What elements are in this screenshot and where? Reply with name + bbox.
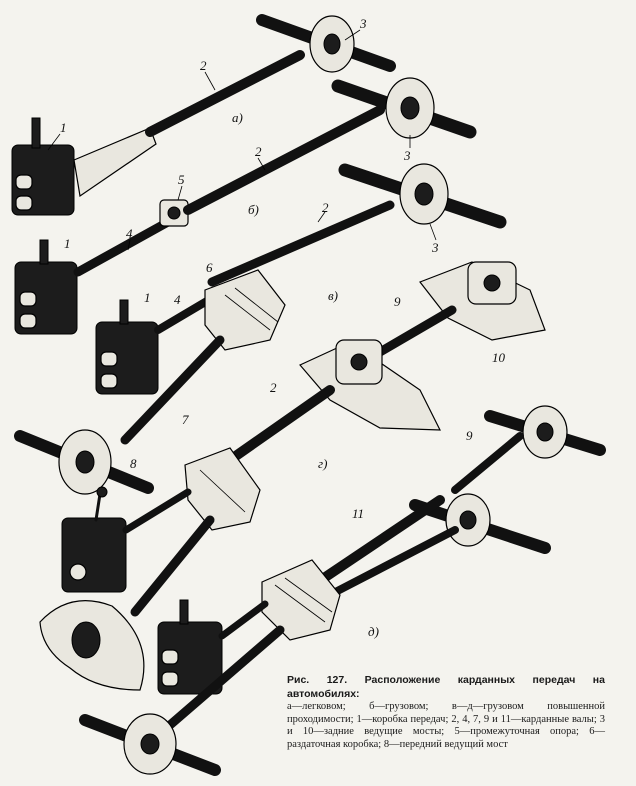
front-axle-v [14,429,154,495]
variant-d-assembly [79,405,606,776]
callout-1-b: 1 [64,236,71,251]
caption-heading: Рис. 127. Расположение карданных передач… [287,674,605,700]
callout-2-a: 2 [200,58,207,73]
variant-label-v: в) [328,288,338,303]
gearbox-b [14,239,78,335]
callout-3-b: 3 [403,148,411,163]
transfer-case-v [204,269,286,351]
variant-b-assembly [14,77,477,335]
gearbox-v [95,299,159,395]
middle-axle-g [299,339,441,431]
variant-g-assembly [39,261,546,691]
variant-a-assembly [11,14,396,216]
callout-8: 8 [130,456,137,471]
callout-9-g: 9 [394,294,401,309]
callout-3-v: 3 [431,240,439,255]
figure-caption: Рис. 127. Расположение карданных передач… [287,674,605,751]
leader-lines [47,29,437,251]
transfer-case-d [261,559,341,641]
callout-6: 6 [206,260,213,275]
variant-label-g: г) [318,456,327,471]
front-axle-g [39,600,145,691]
rear-axle-g [419,261,546,341]
gearbox-d [157,599,223,695]
callout-5: 5 [178,172,185,187]
callout-3-a: 3 [359,16,367,31]
callout-1-v: 1 [144,290,151,305]
intermediate-support [159,199,189,227]
variant-label-b: б) [248,202,259,217]
transfer-case-g [184,447,261,531]
callout-4-b: 4 [126,226,133,241]
rear-axle-v [338,163,507,229]
callout-1-a: 1 [60,120,67,135]
callout-9-d: 9 [466,428,473,443]
callout-7: 7 [182,412,189,427]
rear-axle-d1 [484,405,606,459]
callout-2-g: 2 [270,380,277,395]
rear-axle-b [331,77,477,139]
callout-2-b: 2 [255,144,262,159]
rear-axle-a [256,14,396,73]
callout-4-v: 4 [174,292,181,307]
variant-label-d: д) [368,624,379,639]
callout-2-v: 2 [322,200,329,215]
caption-body: а—легковом; б—грузовом; в—д—грузовом пов… [287,701,605,750]
variant-v-assembly [14,163,507,495]
gearbox-a [11,117,157,216]
front-axle-d [79,713,221,776]
callout-10: 10 [492,350,506,365]
gearbox-g [61,486,127,593]
variant-label-a: а) [232,110,243,125]
callout-11: 11 [352,506,364,521]
